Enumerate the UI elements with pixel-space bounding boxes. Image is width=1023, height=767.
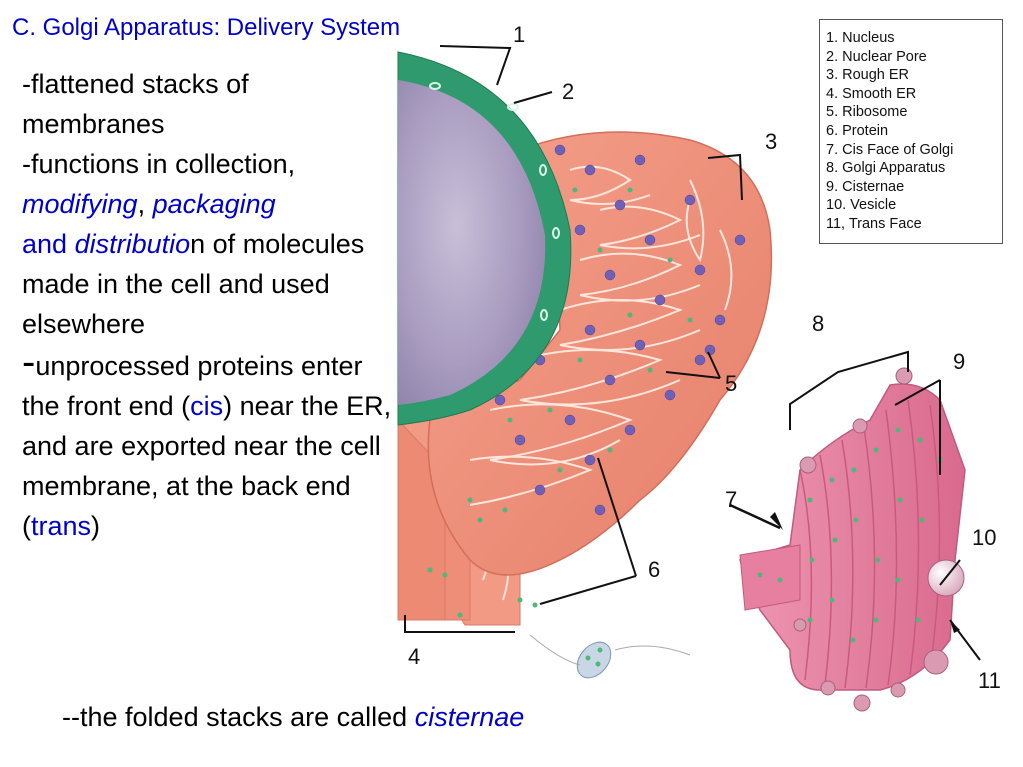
bullet-1-rest: molecules made in the cell and used else… — [22, 229, 365, 339]
comma: , — [137, 189, 146, 219]
rough-er — [427, 131, 773, 618]
golgi-apparatus — [738, 367, 966, 712]
legend-item: 3. Rough ER — [826, 67, 910, 84]
n-of: n of — [190, 229, 236, 259]
term-distribution: distributio — [74, 229, 191, 259]
term-packaging: packaging — [152, 189, 276, 219]
bullet-2: -unprocessed proteins enter the front en… — [22, 342, 392, 546]
bullet-2-text-1: unprocessed proteins enter the front end… — [22, 351, 363, 421]
legend-item: 7. Cis Face of Golgi — [826, 141, 954, 158]
bullet-2-dash: - — [22, 340, 36, 384]
term-cis: cis — [190, 391, 224, 421]
label-2: 2 — [562, 79, 574, 104]
label-5: 5 — [725, 371, 737, 396]
bullet-1-line-2: -functions in collection, — [22, 149, 296, 179]
label-10: 10 — [972, 525, 996, 550]
legend-item: 9. Cisternae — [826, 178, 905, 195]
nucleus — [397, 51, 572, 426]
bullet-2-text-3: ) — [91, 511, 101, 541]
legend-box: 1. Nucleus 2. Nuclear Pore 3. Rough ER 4… — [819, 19, 1003, 244]
term-and: and — [22, 229, 68, 259]
body-text: -flattened stacks of membranes -function… — [22, 64, 392, 546]
term-trans: trans — [31, 511, 92, 541]
label-6: 6 — [648, 557, 660, 582]
footer-note: --the folded stacks are called cisternae — [62, 702, 524, 733]
legend-item: 4. Smooth ER — [826, 85, 917, 102]
label-1: 1 — [513, 22, 525, 47]
bullet-2-text-2: ) near the ER, and are exported near the… — [22, 391, 392, 541]
label-7: 7 — [725, 487, 737, 512]
term-cisternae: cisternae — [414, 702, 525, 732]
label-4: 4 — [408, 644, 420, 669]
legend-item: 8. Golgi Apparatus — [826, 160, 946, 177]
bullet-1-line-1: -flattened stacks of membranes — [22, 69, 249, 139]
label-9: 9 — [953, 349, 965, 374]
legend-item: 2. Nuclear Pore — [826, 48, 927, 65]
legend-item: 6. Protein — [826, 122, 889, 139]
legend-item: 1. Nucleus — [826, 30, 895, 46]
label-3: 3 — [765, 129, 777, 154]
legend-item: 10. Vesicle — [826, 197, 897, 214]
leader-lines — [404, 45, 981, 661]
label-8: 8 — [812, 311, 824, 336]
label-11: 11 — [978, 668, 1001, 693]
legend-item: 5. Ribosome — [826, 104, 908, 121]
transport-vesicle — [576, 641, 612, 679]
legend-item: 11, Trans Face — [826, 215, 922, 232]
term-modifying: modifying — [22, 189, 138, 219]
slide-title: C. Golgi Apparatus: Delivery System — [12, 14, 401, 41]
bullet-1: -flattened stacks of membranes -function… — [22, 64, 392, 344]
footer-text: --the folded stacks are called — [62, 702, 408, 732]
